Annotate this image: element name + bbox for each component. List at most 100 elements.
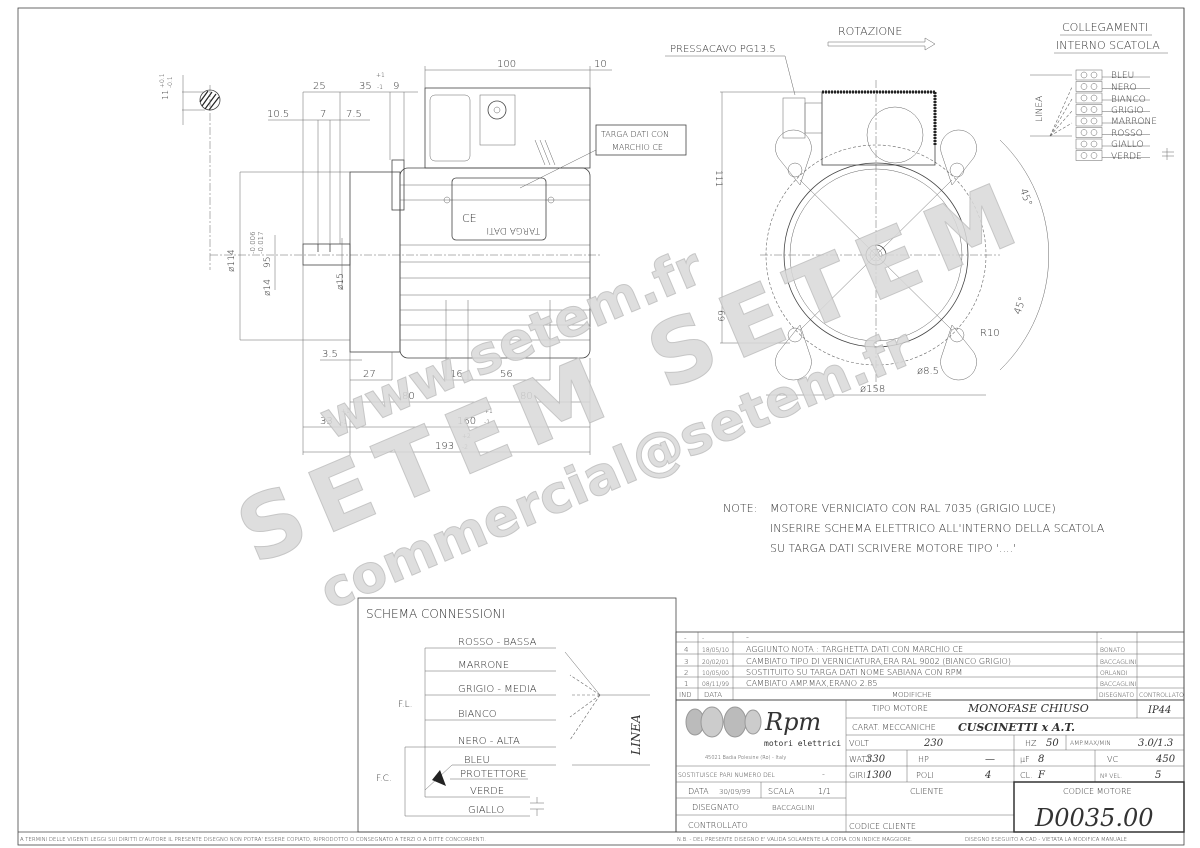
schema-wire: PROTETTORE <box>460 769 526 780</box>
dim-tol: -0.017 <box>257 231 265 254</box>
value: 3.0/1.3 <box>1138 738 1173 749</box>
section-tol: -0.1 <box>167 76 174 88</box>
dim: 25 <box>313 81 326 92</box>
schema-wire: MARRONE <box>458 660 509 671</box>
value: MONOFASE CHIUSO <box>967 702 1089 715</box>
revision-date: 20/02/01 <box>702 659 729 666</box>
revision-change: - <box>746 633 749 642</box>
terminal-box <box>424 87 591 169</box>
revision-ind: 3 <box>684 658 688 666</box>
dim: 3.5 <box>322 349 338 360</box>
rpm-logo: Rpm motori elettrici 45021 Badia Polesin… <box>685 706 841 761</box>
revision-change: AGGIUNTO NOTA : TARGHETTA DATI CON MARCH… <box>746 645 963 654</box>
wire-label: VERDE <box>1111 152 1142 162</box>
label: CLIENTE <box>910 787 943 796</box>
revision-header: DISEGNATO <box>1099 692 1134 699</box>
dim: 95 <box>263 257 273 268</box>
note-line: MOTORE VERNICIATO CON RAL 7035 (GRIGIO L… <box>770 502 1056 515</box>
label: DATA <box>688 787 709 796</box>
value: BACCAGLINI <box>772 804 814 812</box>
title-block: Rpm motori elettrici 45021 Badia Polesin… <box>675 699 1185 833</box>
revision-drawn: BACCAGLINI <box>1100 659 1137 666</box>
dim: 69 <box>715 310 725 321</box>
value: 230 <box>923 738 944 749</box>
value: 8 <box>1038 754 1044 765</box>
revision-date: 10/05/00 <box>702 670 729 677</box>
dim-tol: -2 <box>462 444 468 451</box>
dim: 7 <box>320 109 326 120</box>
wire-label: BIANCO <box>1111 95 1146 105</box>
label: CODICE CLIENTE <box>849 822 916 831</box>
schema-line-label: LINEA <box>629 714 643 756</box>
wire-label: GRIGIO <box>1111 106 1144 116</box>
value: 4 <box>984 770 991 781</box>
revision-drawn: - <box>1100 635 1102 642</box>
wire-label: MARRONE <box>1111 117 1157 127</box>
internal-connections: COLLEGAMENTI INTERNO SCATOLA LINEA BLEU … <box>1030 21 1174 162</box>
notes: NOTE: MOTORE VERNICIATO CON RAL 7035 (GR… <box>723 502 1105 555</box>
fc-label: F.C. <box>376 774 392 784</box>
schema-wire: GRIGIO - MEDIA <box>458 684 537 695</box>
logo-brand: Rpm <box>764 708 821 736</box>
note-line: SU TARGA DATI SCRIVERE MOTORE TIPO '....… <box>770 542 1016 555</box>
wire-label: BLEU <box>1111 71 1134 81</box>
revision-date: 08/11/99 <box>702 681 729 688</box>
dim: 27 <box>363 369 376 380</box>
label: VOLT <box>849 739 869 748</box>
dim: ø8.5 <box>917 366 939 377</box>
revision-ind: - <box>684 634 687 642</box>
dim-tol: +1 <box>484 408 493 415</box>
notes-label: NOTE: <box>723 502 757 515</box>
dim: 35 <box>359 81 372 92</box>
terminal <box>1075 81 1103 92</box>
value: 330 <box>866 754 886 765</box>
revision-ind: 1 <box>684 680 688 688</box>
value: 450 <box>1155 754 1176 765</box>
callout-line: TARGA DATI CON <box>601 130 669 139</box>
dim: ø14 <box>263 279 273 296</box>
rotation-arrow-icon <box>827 37 936 51</box>
value: 5 <box>1155 770 1161 781</box>
dim-tol: +2 <box>462 433 471 440</box>
dim-tol: +1 <box>341 408 350 415</box>
footer-cad: DISEGNO ESEGUITO A CAD - VIETATA LA MODI… <box>965 837 1127 843</box>
label: CL. <box>1020 771 1033 780</box>
line-label: LINEA <box>1035 96 1045 122</box>
label: TIPO MOTORE <box>872 704 928 713</box>
value: 1300 <box>866 770 892 781</box>
value: 50 <box>1046 738 1059 749</box>
label: CARAT. MECCANICHE <box>852 723 936 732</box>
fl-label: F.L. <box>398 700 412 710</box>
internal-title: INTERNO SCATOLA <box>1056 39 1160 52</box>
nameplate <box>451 177 547 241</box>
dim: ø15 <box>336 273 346 290</box>
value: IP44 <box>1147 705 1171 716</box>
dim-tol: -0.006 <box>249 231 257 254</box>
callout-line: MARCHIO CE <box>612 143 663 152</box>
revision-date: - <box>702 635 704 642</box>
terminal <box>1075 104 1103 115</box>
footer-copyright: A TERMINI DELLE VIGENTI LEGGI SUI DIRITT… <box>20 837 486 843</box>
protector-diode-icon <box>432 770 446 786</box>
footer-nb: N.B. - DEL PRESENTE DISEGNO E' VALIDA SO… <box>677 837 913 843</box>
dim-tol: -1 <box>484 419 490 426</box>
schema-wire: BLEU <box>464 755 490 766</box>
dim: 10.5 <box>267 109 289 120</box>
terminal <box>1075 127 1103 138</box>
revision-drawn: BONATO <box>1100 647 1125 654</box>
value: — <box>985 754 995 765</box>
dim: 80 <box>402 391 415 402</box>
terminal <box>1075 92 1103 104</box>
revision-ind: 4 <box>684 646 688 654</box>
terminal <box>1075 115 1103 127</box>
label: CODICE MOTORE <box>1063 787 1132 796</box>
wire-label: ROSSO <box>1111 129 1143 139</box>
dim: 45° <box>1012 296 1028 316</box>
nameplate-callout <box>595 124 687 156</box>
dim: 16 <box>450 369 463 380</box>
dim: 33 <box>320 416 333 427</box>
value: 30/09/99 <box>719 788 750 796</box>
wire-label: NERO <box>1111 83 1137 93</box>
dim: ø114 <box>227 249 237 272</box>
